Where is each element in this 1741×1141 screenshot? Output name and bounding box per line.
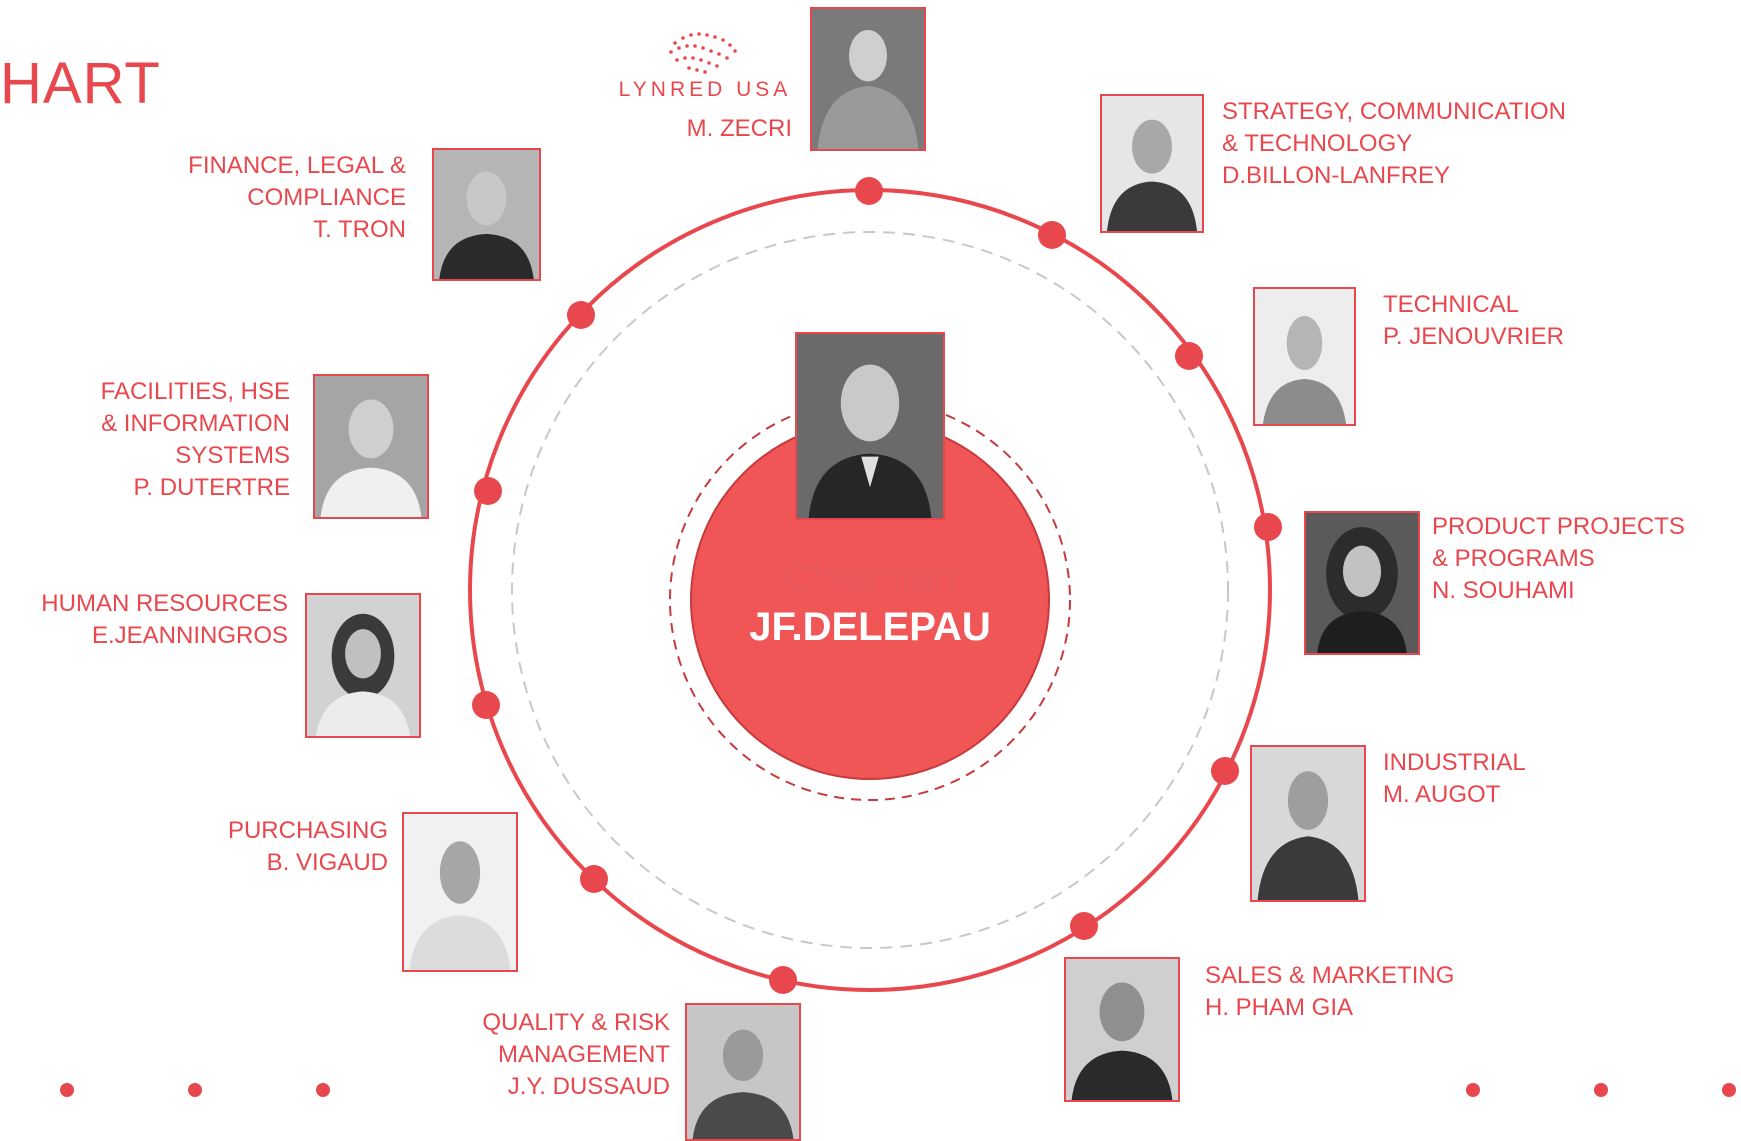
person-silhouette-icon bbox=[812, 9, 924, 149]
chairman-name: JF.DELEPAU bbox=[749, 605, 991, 649]
decor-dot bbox=[316, 1083, 330, 1097]
person-silhouette-icon bbox=[1306, 513, 1418, 653]
orbit-dot bbox=[855, 177, 883, 205]
member-label-technical: TECHNICAL P. JENOUVRIER bbox=[1383, 291, 1564, 350]
member-label-purchasing: PURCHASING B. VIGAUD bbox=[227, 817, 388, 876]
member-photo-technical bbox=[1253, 287, 1356, 426]
member-label-hr: HUMAN RESOURCES E.JEANNINGROS bbox=[41, 590, 288, 649]
person-silhouette-icon bbox=[1066, 959, 1178, 1100]
orbit-dot bbox=[474, 477, 502, 505]
decor-dot bbox=[60, 1083, 74, 1097]
person-silhouette-icon bbox=[687, 1005, 799, 1139]
orbit-dot bbox=[1254, 513, 1282, 541]
orbit-dot bbox=[580, 865, 608, 893]
person-silhouette-icon bbox=[404, 814, 516, 970]
member-photo-product bbox=[1304, 511, 1420, 655]
member-photo-industrial bbox=[1250, 745, 1366, 902]
person-silhouette-icon bbox=[434, 150, 539, 279]
member-photo-facilities bbox=[313, 374, 429, 519]
chairman-photo bbox=[795, 332, 945, 520]
member-photo-strategy bbox=[1100, 94, 1204, 233]
orbit-dot bbox=[1175, 342, 1203, 370]
person-silhouette-icon bbox=[307, 595, 419, 736]
decor-dot bbox=[1466, 1083, 1480, 1097]
zecri-photo bbox=[810, 7, 926, 151]
decor-dot bbox=[1722, 1083, 1736, 1097]
page-title: HART bbox=[0, 51, 161, 116]
orbit-dot bbox=[1211, 757, 1239, 785]
member-label-quality: QUALITY & RISK MANAGEMENT J.Y. DUSSAUD bbox=[482, 1009, 670, 1100]
person-silhouette-icon bbox=[1102, 96, 1202, 231]
member-label-facilities: FACILITIES, HSE & INFORMATION SYSTEMS P.… bbox=[100, 378, 290, 501]
person-silhouette-icon bbox=[797, 334, 943, 518]
orbit-dot bbox=[472, 691, 500, 719]
lynred-logo-text: LYNRED USA bbox=[618, 78, 792, 101]
person-silhouette-icon bbox=[1255, 289, 1354, 424]
person-silhouette-icon bbox=[315, 376, 427, 517]
lynred-name: M. ZECRI bbox=[686, 115, 792, 142]
orbit-dot bbox=[1070, 912, 1098, 940]
member-photo-finance bbox=[432, 148, 541, 281]
decor-dot bbox=[1594, 1083, 1608, 1097]
member-label-strategy: STRATEGY, COMMUNICATION & TECHNOLOGY D.B… bbox=[1222, 98, 1567, 189]
member-photo-sales bbox=[1064, 957, 1180, 1102]
member-photo-quality bbox=[685, 1003, 801, 1141]
orbit-dot bbox=[769, 966, 797, 994]
member-label-finance: FINANCE, LEGAL & COMPLIANCE T. TRON bbox=[188, 152, 406, 243]
lynred-logo-icon bbox=[669, 32, 737, 74]
member-label-industrial: INDUSTRIAL M. AUGOT bbox=[1383, 749, 1526, 808]
inner-dashed-ring bbox=[511, 231, 1229, 949]
member-label-sales: SALES & MARKETING H. PHAM GIA bbox=[1205, 962, 1455, 1021]
member-photo-hr bbox=[305, 593, 421, 738]
orbit-dot bbox=[1038, 221, 1066, 249]
member-photo-purchasing bbox=[402, 812, 518, 972]
person-silhouette-icon bbox=[1252, 747, 1364, 900]
orbit-dot bbox=[567, 301, 595, 329]
decor-dot bbox=[188, 1083, 202, 1097]
chairman-role: Chairman bbox=[783, 556, 957, 600]
member-label-product: PRODUCT PROJECTS & PROGRAMS N. SOUHAMI bbox=[1432, 513, 1685, 604]
